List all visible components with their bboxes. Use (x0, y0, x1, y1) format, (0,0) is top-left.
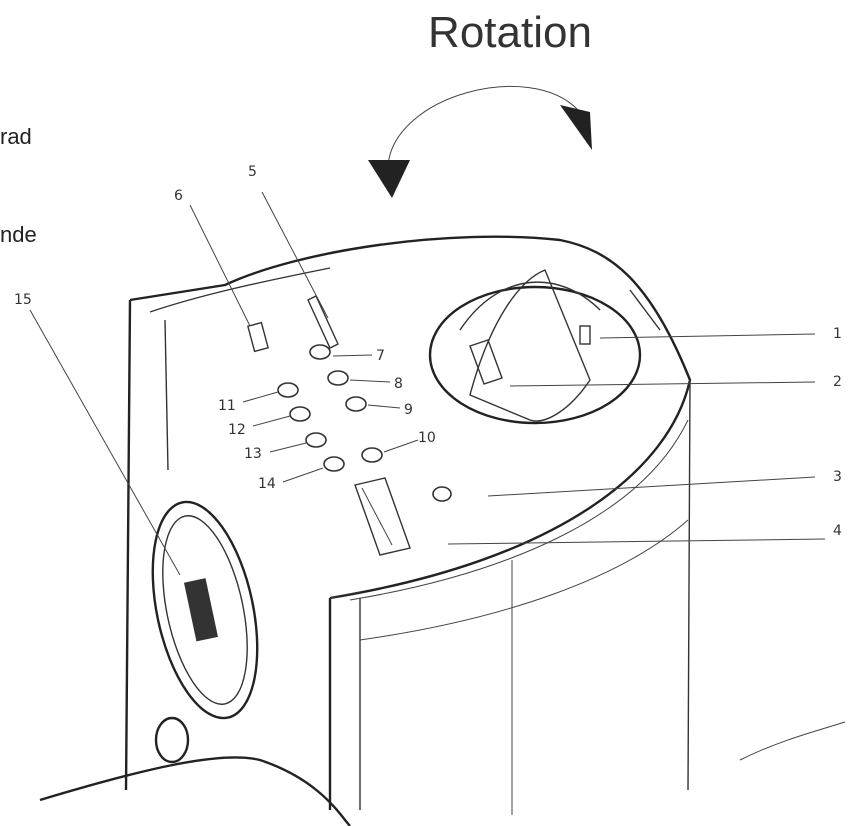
button-14[interactable] (323, 456, 345, 472)
callout-14: 14 (258, 476, 276, 492)
callout-6: 6 (174, 188, 183, 204)
rotary-knob[interactable] (428, 269, 642, 425)
button-7[interactable] (309, 344, 331, 360)
button-10[interactable] (361, 447, 383, 463)
callout-3: 3 (833, 469, 842, 485)
callout-7: 7 (376, 348, 385, 364)
callout-12: 12 (228, 422, 246, 438)
cropped-side-text-1: rad (0, 124, 32, 149)
callout-13: 13 (244, 446, 262, 462)
callout-9: 9 (404, 402, 413, 418)
slot-5 (307, 295, 339, 349)
callout-2: 2 (833, 374, 842, 390)
callout-11: 11 (218, 398, 236, 414)
card-slot (354, 477, 411, 556)
device-body (39, 235, 846, 826)
button-8[interactable] (327, 370, 349, 386)
rotation-arrow-icon (368, 86, 592, 198)
side-display (151, 500, 259, 764)
cropped-side-text-2: nde (0, 222, 37, 247)
button-11[interactable] (277, 382, 299, 398)
diagram-title: Rotation (428, 8, 592, 57)
callout-15: 15 (14, 292, 32, 308)
slot-6 (247, 321, 269, 353)
callout-4: 4 (833, 523, 842, 539)
button-12[interactable] (289, 406, 311, 422)
button-grid[interactable] (277, 344, 383, 472)
leader-lines (29, 191, 826, 576)
callout-labels: 1 2 3 4 5 6 7 8 9 10 11 12 13 14 15 (14, 164, 842, 539)
callout-8: 8 (394, 376, 403, 392)
callout-1: 1 (833, 326, 842, 342)
button-9[interactable] (345, 396, 367, 412)
callout-10: 10 (418, 430, 436, 446)
indicator-light (432, 486, 452, 502)
button-13[interactable] (305, 432, 327, 448)
callout-5: 5 (248, 164, 257, 180)
